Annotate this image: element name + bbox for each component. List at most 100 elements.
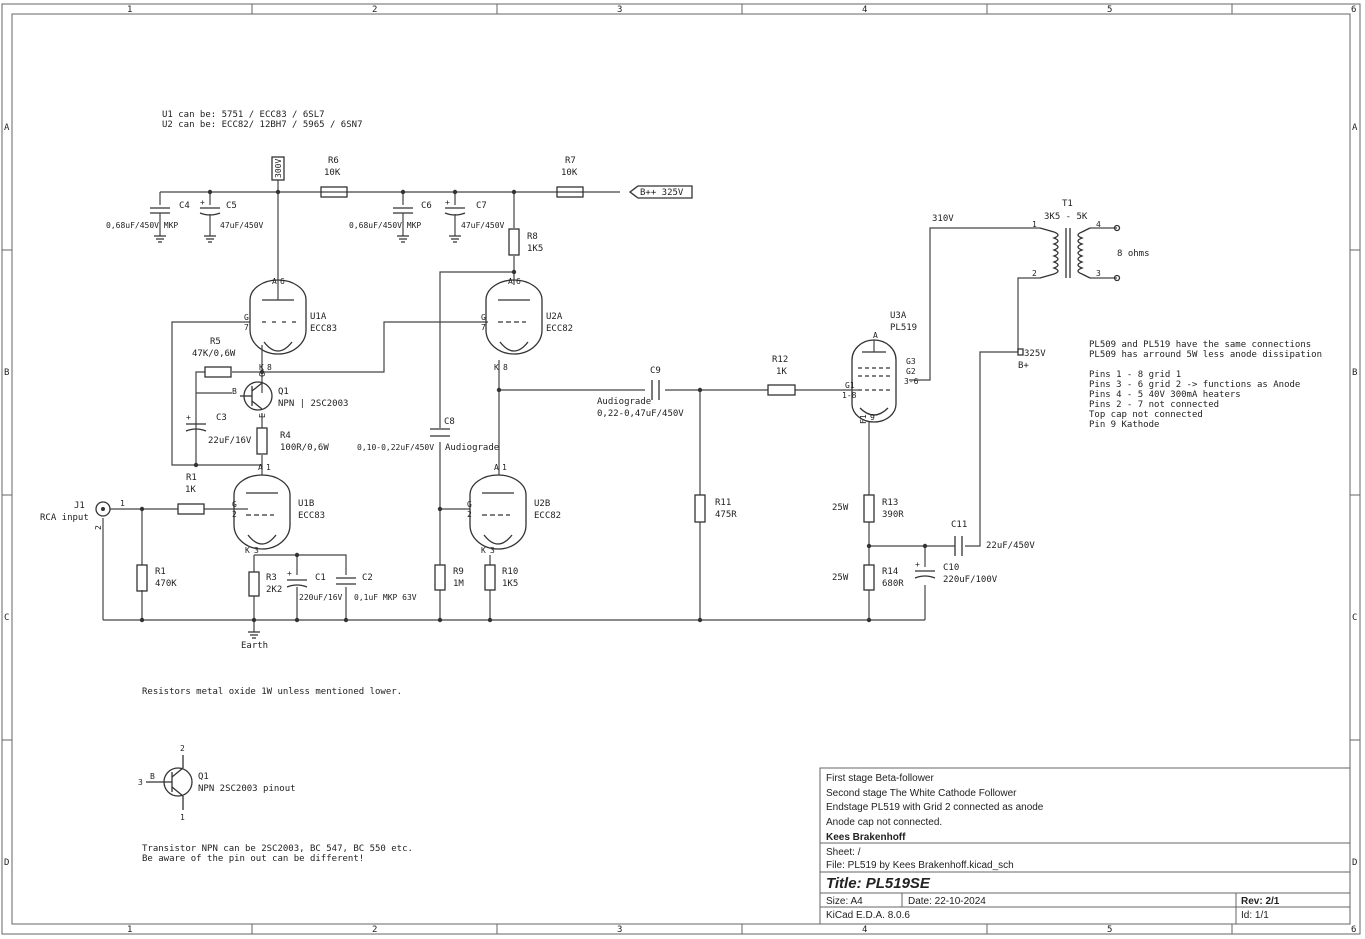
svg-text:J1: J1 — [74, 501, 85, 511]
svg-text:25W: 25W — [832, 503, 849, 513]
capacitor-c1: + C1 220uF/16V — [286, 569, 343, 602]
svg-text:R9: R9 — [453, 567, 464, 577]
tube-u3a-pentode: A G1 1-8 G3 G2 3-6 F1 9 U3A PL519 — [842, 311, 919, 424]
svg-text:R14: R14 — [882, 567, 898, 577]
svg-text:U1A: U1A — [310, 312, 327, 322]
svg-text:300V: 300V — [274, 159, 283, 178]
note-pl-line: Pin 9 Kathode — [1089, 420, 1159, 430]
svg-text:K: K — [494, 363, 499, 372]
svg-text:T1: T1 — [1062, 199, 1073, 209]
svg-text:1: 1 — [180, 813, 185, 822]
svg-text:Earth: Earth — [241, 641, 268, 651]
resistor-r4: R4 100R/0,6W — [256, 427, 329, 455]
svg-text:2: 2 — [232, 510, 237, 519]
note-transistor-1: Transistor NPN can be 2SC2003, BC 547, B… — [142, 844, 413, 854]
capacitor-c2: C2 0,1uF MKP 63V — [336, 573, 417, 602]
capacitor-c11: C11 22uF/450V — [951, 520, 1035, 556]
svg-text:3: 3 — [1096, 269, 1101, 278]
transistor-q1-pinout: B 3 2 1 Q1 NPN 2SC2003 pinout — [138, 744, 296, 822]
svg-text:K: K — [259, 363, 264, 372]
svg-text:R6: R6 — [328, 156, 339, 166]
svg-text:C6: C6 — [421, 201, 432, 211]
svg-text:R1: R1 — [186, 473, 197, 483]
svg-text:G1: G1 — [845, 381, 855, 390]
svg-text:R7: R7 — [565, 156, 576, 166]
resistor-r3: R3 2K2 — [248, 571, 282, 597]
svg-text:U1B: U1B — [298, 499, 314, 509]
svg-text:475R: 475R — [715, 510, 737, 520]
svg-text:4: 4 — [1096, 220, 1101, 229]
svg-text:C3: C3 — [216, 413, 227, 423]
row-label-a-right: A — [1352, 123, 1358, 133]
svg-text:2: 2 — [180, 744, 185, 753]
svg-text:3K5 - 5K: 3K5 - 5K — [1044, 212, 1088, 222]
svg-text:+: + — [915, 560, 920, 569]
svg-text:R11: R11 — [715, 498, 731, 508]
note-u1: U1 can be: 5751 / ECC83 / 6SL7 — [162, 110, 325, 120]
note-pl-block: PL509 and PL519 have the same connection… — [1089, 340, 1322, 430]
svg-text:1M: 1M — [453, 579, 464, 589]
net-label-310v: 310V — [932, 214, 954, 224]
svg-text:7: 7 — [481, 323, 486, 332]
col-label-3-bottom: 3 — [617, 925, 622, 935]
row-label-d-right: D — [1352, 858, 1357, 868]
row-label-d: D — [4, 858, 9, 868]
svg-text:1K5: 1K5 — [502, 579, 518, 589]
svg-text:U3A: U3A — [890, 311, 907, 321]
col-label-1-bottom: 1 — [127, 925, 132, 935]
svg-text:Q1: Q1 — [198, 772, 209, 782]
svg-text:C9: C9 — [650, 366, 661, 376]
svg-text:1K: 1K — [185, 485, 196, 495]
col-label-3: 3 — [617, 5, 622, 15]
sheet-size: Size: A4 — [826, 896, 863, 907]
capacitor-c9: C9 Audiograde 0,22-0,47uF/450V — [597, 366, 684, 419]
svg-text:+: + — [186, 413, 191, 422]
svg-text:R5: R5 — [210, 337, 221, 347]
svg-text:+: + — [445, 198, 450, 207]
svg-text:1: 1 — [266, 463, 271, 472]
svg-text:22uF/450V: 22uF/450V — [986, 541, 1035, 551]
tool-version: KiCad E.D.A. 8.0.6 — [826, 910, 910, 921]
note-pl-line: Pins 2 - 7 not connected — [1089, 400, 1219, 410]
note-transistor-2: Be aware of the pin out can be different… — [142, 854, 364, 864]
capacitor-c8: C8 0,10-0,22uF/450V Audiograde — [357, 417, 499, 453]
note-pl-line: PL509 has arround 5W less anode dissipat… — [1089, 350, 1322, 360]
svg-text:ECC83: ECC83 — [298, 511, 325, 521]
svg-text:A: A — [873, 331, 878, 340]
net-label-325v: 325V B+ — [1017, 348, 1046, 371]
comment-1: First stage Beta-follower — [826, 773, 934, 784]
resistor-r1-series: R1 1K — [177, 473, 205, 515]
svg-text:0,68uF/450V MKP: 0,68uF/450V MKP — [106, 221, 178, 230]
capacitor-c3: + C3 22uF/16V — [185, 413, 252, 446]
row-label-c-right: C — [1352, 613, 1357, 623]
svg-text:C5: C5 — [226, 201, 237, 211]
svg-text:R12: R12 — [772, 355, 788, 365]
comment-2: Second stage The White Cathode Follower — [826, 788, 1017, 799]
svg-text:ECC82: ECC82 — [534, 511, 561, 521]
svg-text:680R: 680R — [882, 579, 904, 589]
col-label-4: 4 — [862, 5, 867, 15]
svg-text:C8: C8 — [444, 417, 455, 427]
transistor-q1: B C E Q1 NPN | 2SC2003 — [232, 372, 348, 418]
svg-text:25W: 25W — [832, 573, 849, 583]
svg-text:1: 1 — [120, 499, 125, 508]
tube-u2b: A 1 G 2 K 3 U2B ECC82 — [467, 463, 561, 555]
svg-text:Q1: Q1 — [278, 387, 289, 397]
col-label-5-bottom: 5 — [1107, 925, 1112, 935]
svg-text:470K: 470K — [155, 579, 177, 589]
col-label-5: 5 — [1107, 5, 1112, 15]
svg-text:10K: 10K — [561, 168, 578, 178]
svg-text:9: 9 — [870, 413, 875, 422]
note-pl-line: PL509 and PL519 have the same connection… — [1089, 340, 1311, 350]
svg-text:+: + — [287, 569, 292, 578]
note-pl-line: Pins 4 - 5 40V 300mA heaters — [1089, 390, 1241, 400]
col-label-1: 1 — [127, 5, 132, 15]
resistor-r11: R11 475R — [694, 494, 737, 523]
svg-text:R13: R13 — [882, 498, 898, 508]
resistor-r10: R10 1K5 — [484, 564, 518, 591]
svg-text:220uF/16V: 220uF/16V — [299, 593, 343, 602]
svg-text:C4: C4 — [179, 201, 190, 211]
file-name: File: PL519 by Kees Brakenhoff.kicad_sch — [826, 860, 1014, 871]
svg-text:R10: R10 — [502, 567, 518, 577]
svg-text:C10: C10 — [943, 563, 959, 573]
